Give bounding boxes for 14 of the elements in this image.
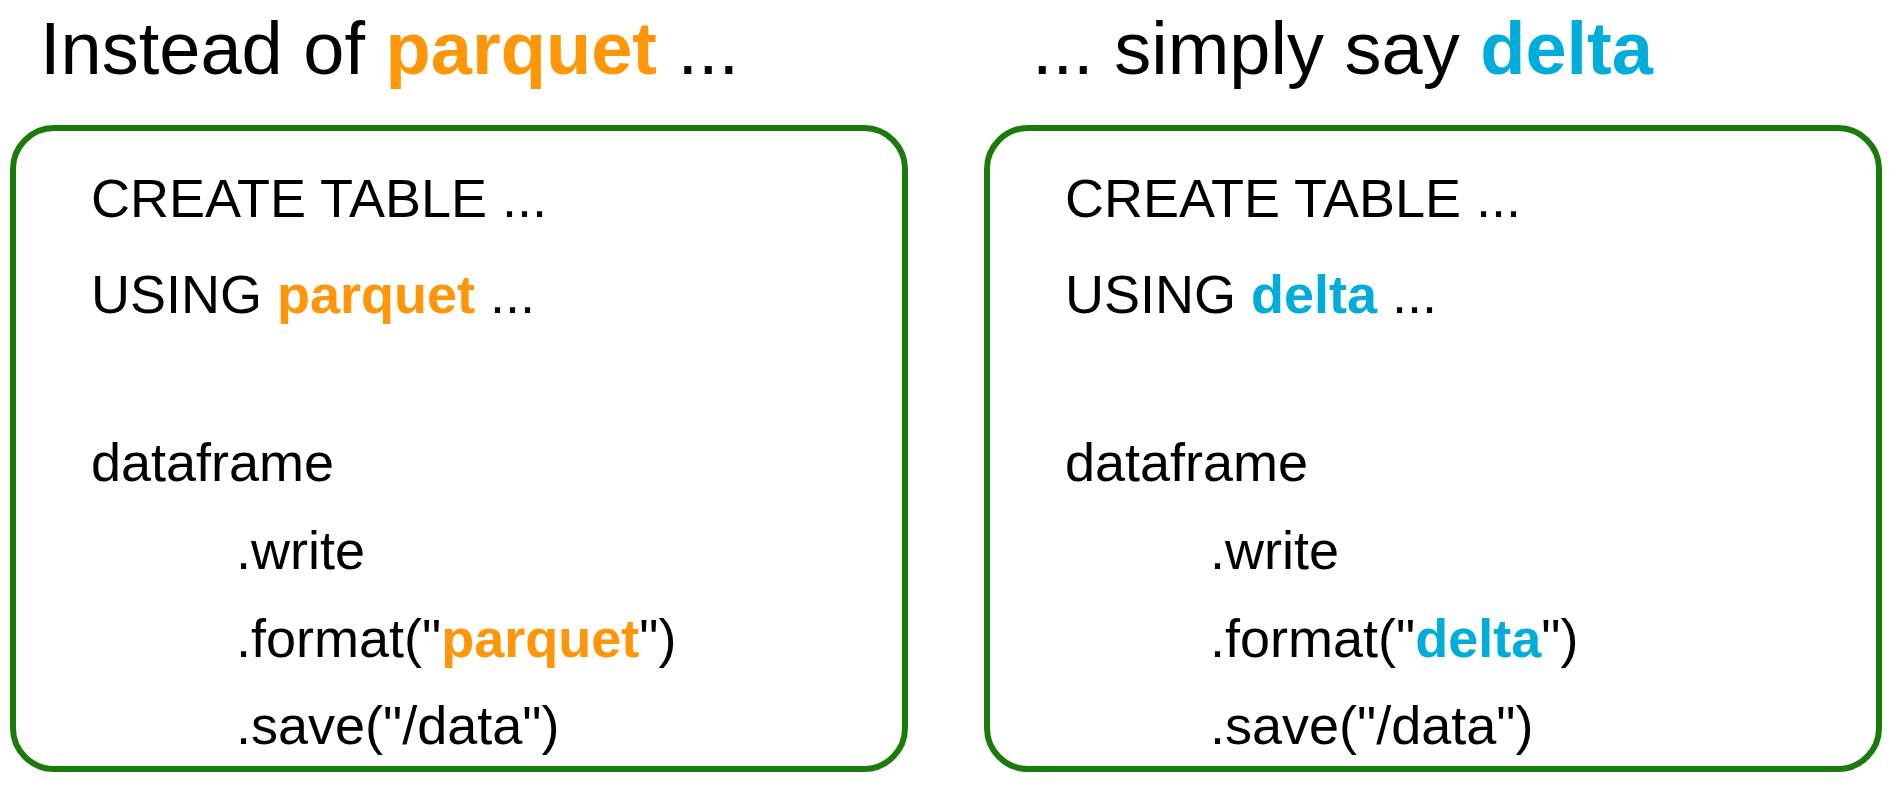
- code-line: .write: [1210, 519, 1339, 581]
- code-line: dataframe: [1065, 431, 1309, 493]
- code-line: .format("parquet"): [236, 607, 677, 669]
- heading: Instead of parquet ...: [40, 7, 740, 91]
- code-line: .save("/data"): [1210, 694, 1534, 756]
- code-line: .write: [236, 519, 365, 581]
- code-line: USING parquet ...: [91, 263, 536, 325]
- code-line: .format("delta"): [1210, 607, 1579, 669]
- heading: ... simply say delta: [1032, 7, 1653, 91]
- code-line: CREATE TABLE ...: [91, 167, 548, 229]
- code-line: CREATE TABLE ...: [1065, 167, 1522, 229]
- code-line: .save("/data"): [236, 694, 560, 756]
- code-line: USING delta ...: [1065, 263, 1438, 325]
- code-line: dataframe: [91, 431, 335, 493]
